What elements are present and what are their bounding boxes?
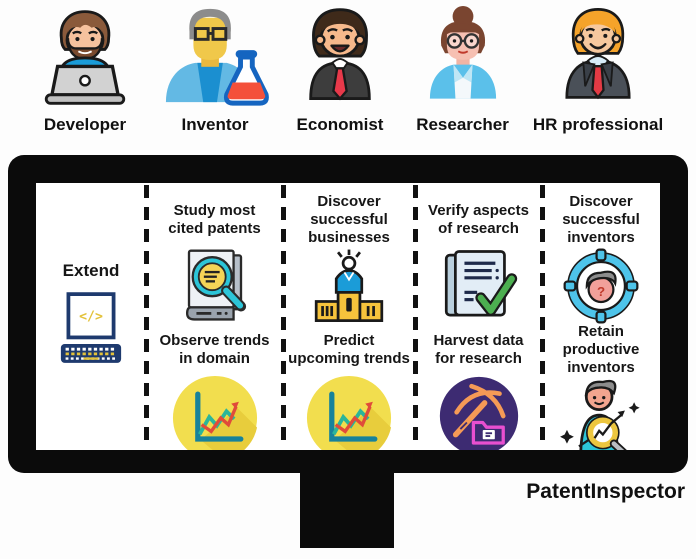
economist-suit-avatar-icon xyxy=(309,8,371,101)
column-divider xyxy=(540,185,545,448)
persona-developer: Developer xyxy=(28,4,142,135)
use-case-discover-successful-businesses: Discover successful businesses xyxy=(308,193,390,246)
column-study-patents: Study most cited patents xyxy=(144,183,283,450)
use-case-discover-successful-inventors: Discover successful inventors xyxy=(562,193,640,246)
trend-line-chart-icon xyxy=(306,375,392,450)
trend-line-chart-icon xyxy=(172,375,257,450)
code-terminal-keyboard-icon: </> xyxy=(60,292,122,363)
column-discover-businesses: Discover successful businesses xyxy=(281,183,415,450)
column-divider xyxy=(144,185,149,448)
persona-label-inventor: Inventor xyxy=(181,115,249,134)
monitor-stand xyxy=(300,473,394,548)
use-case-predict-upcoming-trends: Predict upcoming trends xyxy=(288,332,410,367)
checklist-checkmark-icon xyxy=(444,250,517,317)
winner-podium-icon xyxy=(314,249,384,322)
persona-label-economist: Economist xyxy=(296,115,384,134)
developer-avatar-icon xyxy=(44,10,126,105)
column-divider xyxy=(413,185,418,448)
column-discover-inventors: Discover successful inventors ? xyxy=(540,183,660,450)
column-extend: Extend </> xyxy=(36,183,146,450)
hr-professional-avatar-icon xyxy=(565,7,631,100)
use-case-verify-aspects-of-research: Verify aspects of research xyxy=(428,202,529,237)
person-growth-magnifier-icon xyxy=(560,379,640,450)
document-magnifier-icon xyxy=(185,249,246,321)
column-divider xyxy=(281,185,286,448)
persona-label-hr-professional: HR professional xyxy=(532,115,664,134)
inventor-flask-avatar-icon xyxy=(165,8,269,106)
monitor-screen: Extend </> Study most cited pat xyxy=(36,183,660,450)
persona-hr-professional: HR professional xyxy=(530,4,666,135)
researcher-glasses-avatar-icon xyxy=(429,5,496,99)
use-case-retain-productive-inventors: Retain productive inventors xyxy=(562,323,640,376)
person-target-question-icon: ? xyxy=(563,248,639,324)
persona-label-researcher: Researcher xyxy=(416,115,509,134)
persona-inventor: Inventor xyxy=(153,4,277,135)
persona-researcher: Researcher xyxy=(405,4,520,135)
use-case-observe-trends-in-domain: Observe trends in domain xyxy=(159,332,270,367)
use-case-study-most-cited-patents: Study most cited patents xyxy=(168,202,261,237)
use-case-harvest-data-for-research: Harvest data for research xyxy=(433,332,524,367)
persona-label-developer: Developer xyxy=(43,115,127,134)
brand-title: PatentInspector xyxy=(526,480,685,503)
svg-text:</>: </> xyxy=(79,310,103,325)
use-case-extend: Extend xyxy=(62,261,120,280)
monitor-frame: Extend </> Study most cited pat xyxy=(8,155,688,473)
column-verify-research: Verify aspects of research Harvest xyxy=(413,183,542,450)
svg-text:?: ? xyxy=(597,284,605,299)
persona-economist: Economist xyxy=(285,4,395,135)
data-mining-pickaxe-icon xyxy=(439,376,518,450)
